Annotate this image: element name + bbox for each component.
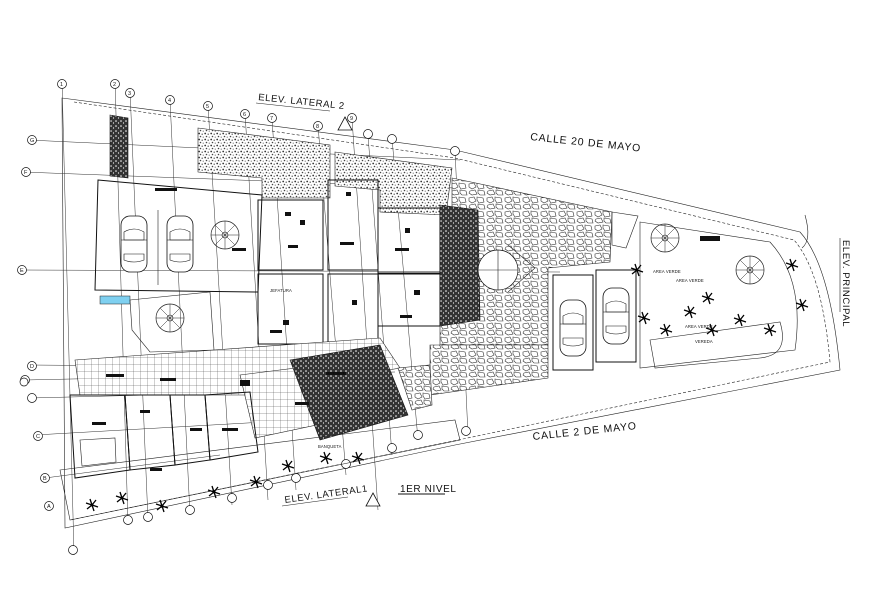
axis-label-2: 2: [113, 82, 116, 88]
axis-label-5: 5: [206, 104, 209, 110]
street-south-label: CALLE 2 DE MAYO: [532, 420, 637, 443]
axis-label-C: C: [36, 434, 40, 440]
axis-label-A: A: [47, 504, 51, 510]
axis-label-D: D: [30, 364, 34, 370]
section-markers: [19, 116, 381, 507]
room-label-vereda: VEREDA: [695, 339, 713, 344]
axis-label-1: 1: [60, 82, 63, 88]
axis-label-E: E: [20, 268, 24, 274]
room-label-banqueta: BANQUETA: [318, 444, 342, 449]
elevation-lateral-2-label: ELEV. LATERAL 2: [258, 92, 345, 112]
axis-label-F: F: [24, 170, 28, 176]
axis-label-7: 7: [270, 116, 273, 122]
axis-label-8: 8: [316, 124, 319, 130]
site-boundary: [61, 97, 841, 529]
axis-label-6: 6: [243, 112, 246, 118]
elevation-lateral-2-underline: [255, 102, 331, 112]
axis-label-B: B: [43, 476, 47, 482]
parking-east: [552, 211, 639, 371]
room-label-area-verde-1: AREA VERDE: [676, 278, 704, 283]
north-planting-strip: [109, 114, 453, 216]
axis-label-9: 9: [350, 116, 353, 122]
office-modules: JEFATURA: [155, 179, 441, 345]
south-wing: BANQUETA: [59, 337, 461, 521]
room-label-jefatura: JEFATURA: [270, 288, 292, 293]
elevation-lateral-1-underline: [281, 496, 349, 507]
axis-label-3: 3: [128, 91, 131, 97]
room-label-area-verde-3: AREA VERDE: [653, 269, 681, 274]
axis-labels: 1 2 3 4 5 6 7 8 9 G F E D C B A: [20, 82, 353, 510]
green-area-east: AREA VERDE AREA VERDE AREA VERDE VEREDA: [630, 214, 809, 369]
parking-west: [94, 179, 263, 353]
room-label-area-verde-2: AREA VERDE: [685, 324, 713, 329]
level-title: 1ER NIVEL: [400, 484, 457, 495]
stone-patio: [429, 177, 613, 396]
elevation-principal-label: ELEV. PRINCIPAL: [840, 240, 851, 327]
axis-label-G: G: [30, 138, 34, 144]
street-north-label: CALLE 20 DE MAYO: [530, 131, 642, 155]
elevation-lateral-1-label: ELEV. LATERAL1: [284, 483, 369, 506]
axis-label-4: 4: [168, 98, 171, 104]
